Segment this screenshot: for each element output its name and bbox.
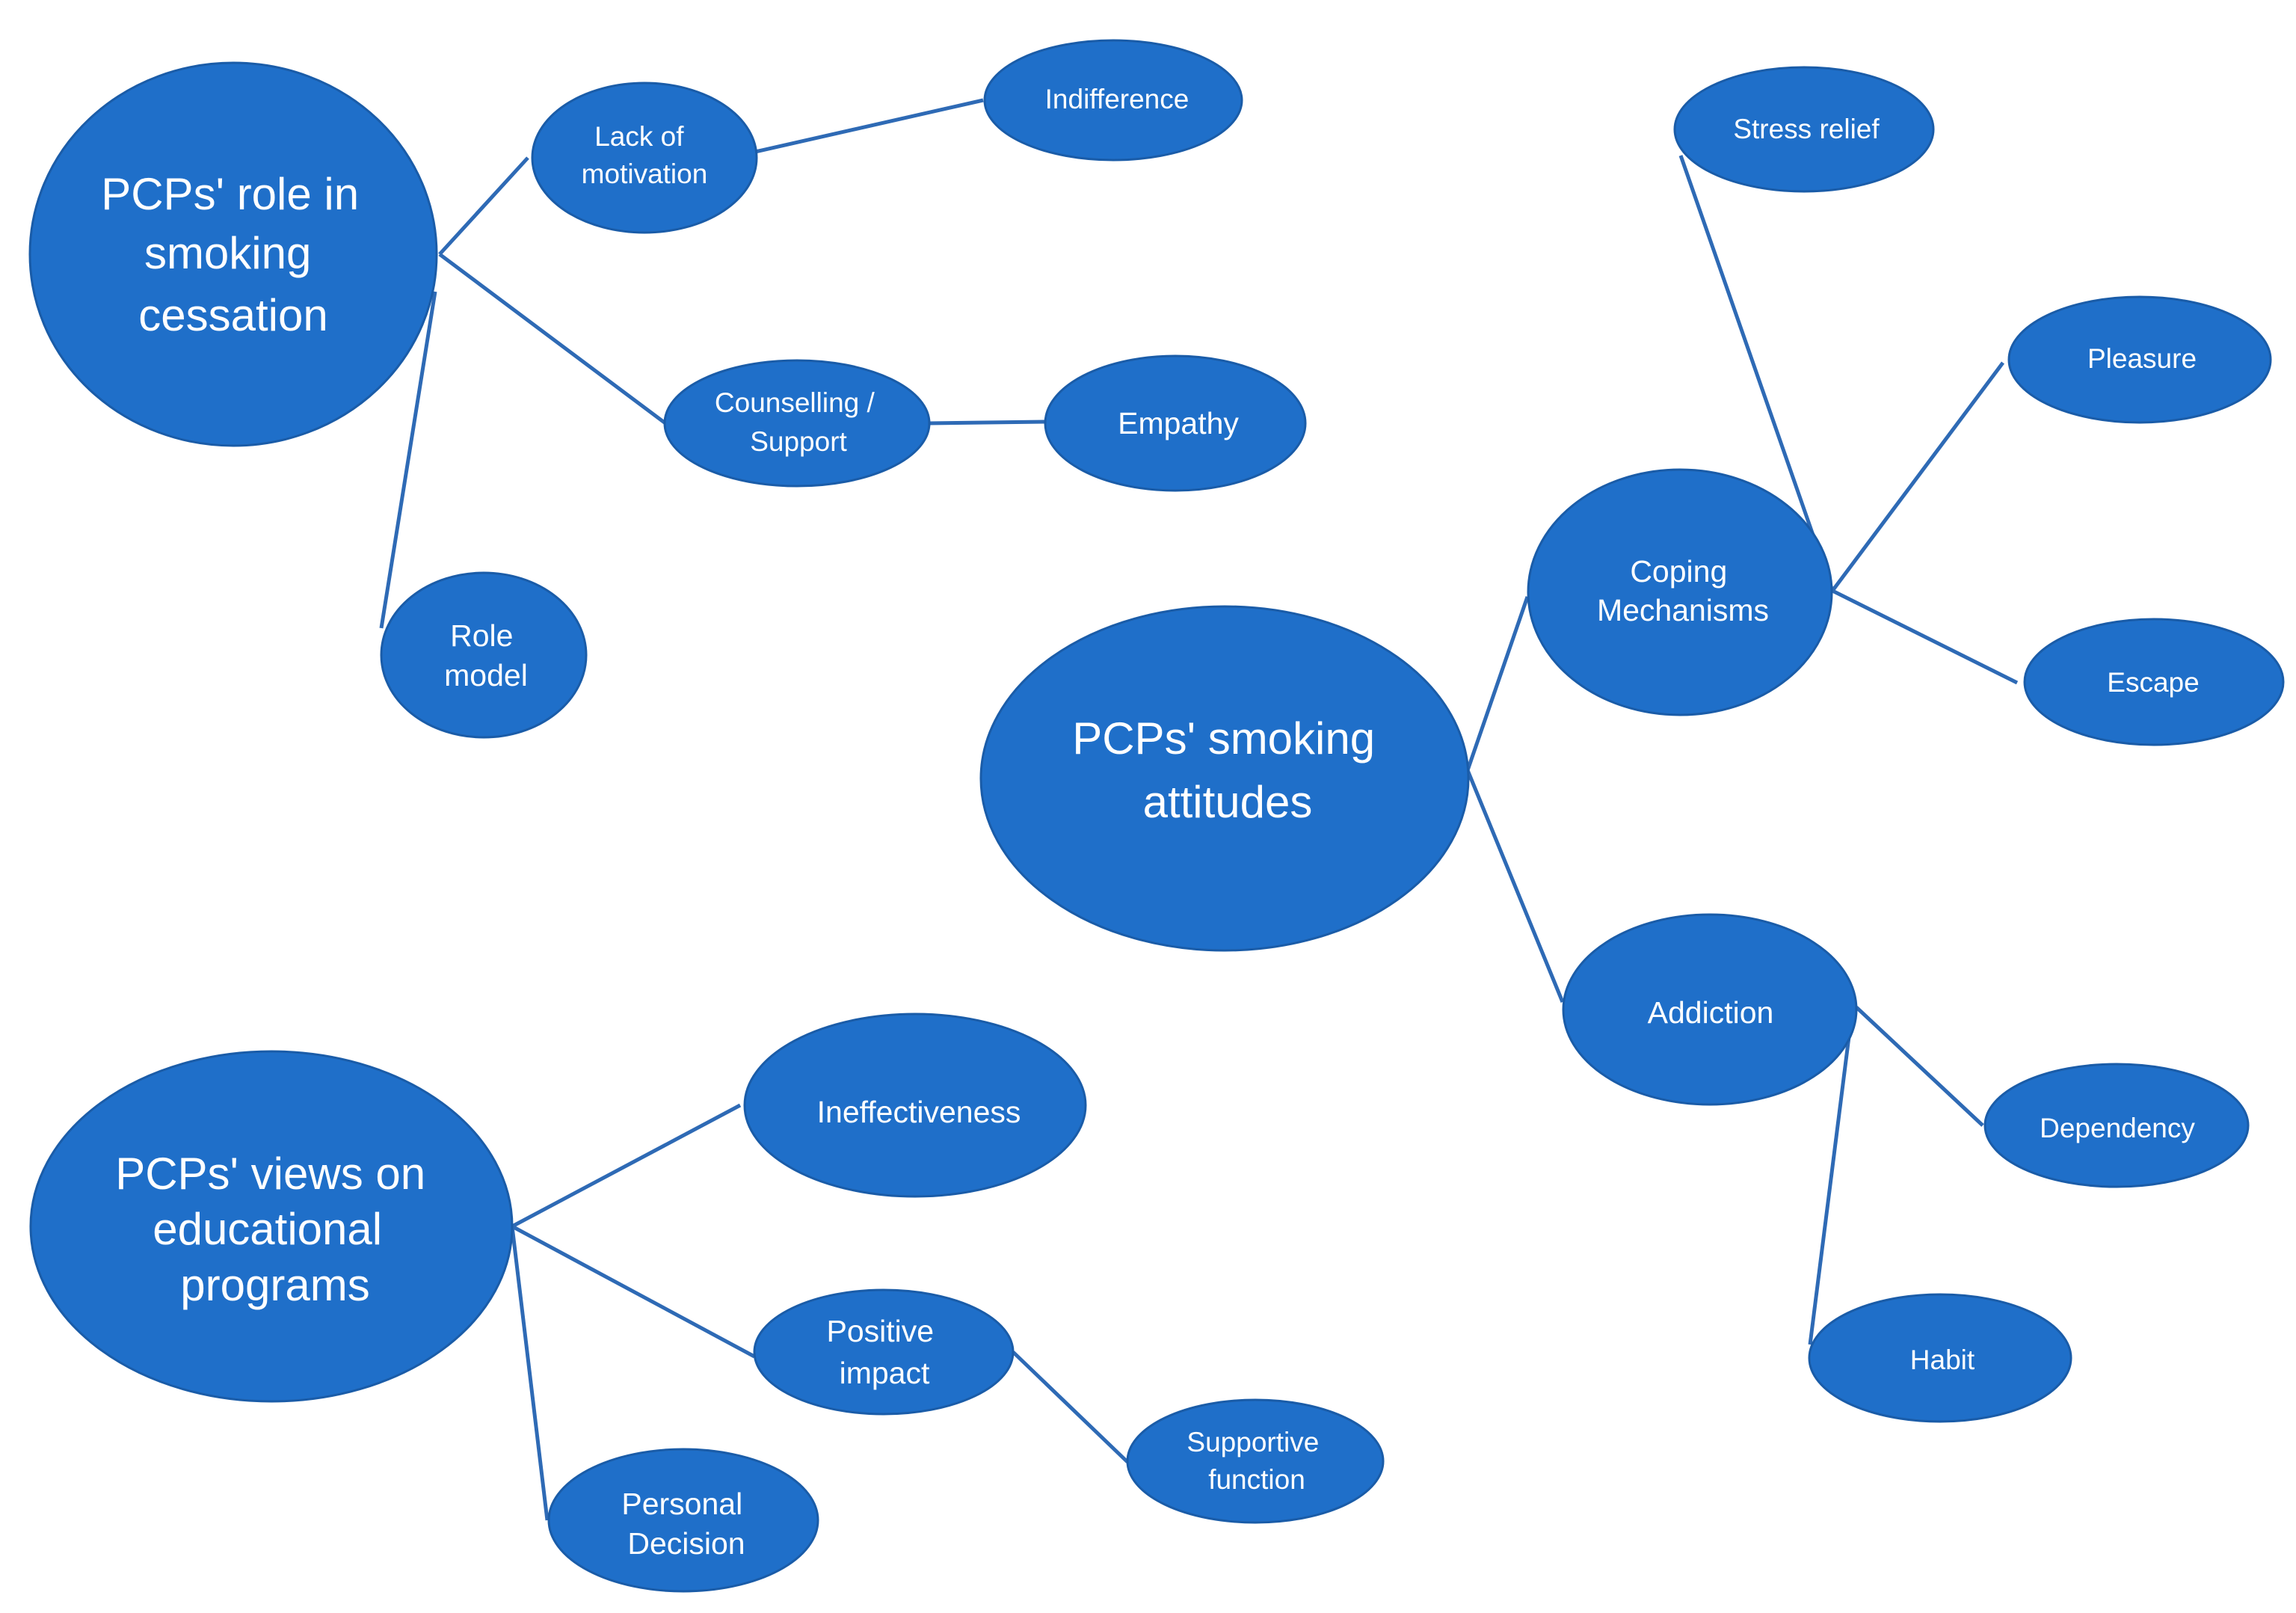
svg-text:Counselling / Support: Counselling / Support [715, 387, 882, 457]
node-addiction: Addiction [1562, 913, 1858, 1106]
svg-text:Ineffectiveness: Ineffectiveness [817, 1095, 1021, 1129]
edge-views-personal-decision [510, 1226, 550, 1521]
svg-text:Supportive function: Supportive function [1187, 1427, 1326, 1495]
node-attitudes-root: PCPs' smoking attitudes [979, 605, 1470, 952]
node-lack-of-motivation: Lack of motivation [531, 82, 758, 234]
node-habit: Habit [1808, 1293, 2072, 1423]
edge-views-ineffectiveness [511, 1103, 742, 1229]
edge-coping-pleasure [1830, 361, 2005, 592]
node-supportive-function: Supportive function [1126, 1398, 1385, 1524]
svg-text:Coping Mechanisms: Coping Mechanisms [1597, 554, 1769, 627]
edge-attitudes-addiction [1465, 769, 1565, 1003]
svg-text:Addiction: Addiction [1648, 995, 1774, 1030]
svg-text:Personal Decision: Personal Decision [621, 1487, 751, 1561]
edge-positive-impact-supportive [1012, 1351, 1129, 1463]
svg-text:Lack of motivation: Lack of motivation [582, 121, 708, 189]
node-dependency: Dependency [1983, 1063, 2250, 1188]
svg-text:Indifference: Indifference [1045, 84, 1189, 114]
node-counselling-support: Counselling / Support [663, 359, 931, 488]
edge-addiction-dependency [1855, 1006, 1984, 1127]
node-stress-relief: Stress relief [1673, 66, 1935, 193]
edge-coping-stress-relief [1678, 155, 1835, 592]
node-personal-decision: Personal Decision [547, 1448, 819, 1593]
edge-lack-motivation-indifference [754, 98, 984, 154]
svg-text:Habit: Habit [1910, 1345, 1975, 1375]
edges [379, 98, 2019, 1521]
edge-counselling-empathy [929, 420, 1046, 425]
edge-role-counselling [438, 252, 667, 425]
node-views-root: PCPs' views on educational programs [29, 1050, 514, 1403]
node-escape: Escape [2023, 618, 2285, 746]
svg-text:PCPs' role in smoking: PCPs' role in smoking cessation [101, 169, 372, 340]
svg-text:Positive impact: Positive impact [827, 1314, 943, 1390]
node-positive-impact: Positive impact [753, 1288, 1015, 1416]
node-indifference: Indifference [983, 39, 1243, 162]
edge-views-positive-impact [511, 1224, 756, 1359]
svg-text:PCPs' smoking attitudes: PCPs' smoking attitudes [1072, 713, 1388, 827]
svg-text:Escape: Escape [2107, 667, 2199, 698]
node-pleasure: Pleasure [2007, 295, 2272, 424]
svg-text:Pleasure: Pleasure [2087, 343, 2197, 374]
edge-role-role-model [379, 291, 437, 629]
edge-role-lack-motivation [438, 156, 529, 256]
svg-text:Stress relief: Stress relief [1733, 114, 1880, 144]
node-coping-mechanisms: Coping Mechanisms [1527, 468, 1833, 716]
node-empathy: Empathy [1044, 354, 1307, 492]
svg-text:PCPs' views on education: PCPs' views on educational programs [115, 1149, 438, 1310]
edge-addiction-habit [1808, 1007, 1855, 1345]
edge-attitudes-coping [1465, 596, 1530, 771]
node-role-model: Role model [380, 571, 588, 739]
svg-text:Empathy: Empathy [1118, 406, 1239, 440]
node-role-root: PCPs' role in smoking cessation [28, 61, 438, 447]
svg-text:Role model: Role model [444, 618, 528, 692]
edge-coping-escape [1831, 589, 2019, 685]
node-ineffectiveness: Ineffectiveness [743, 1013, 1087, 1198]
svg-text:Dependency: Dependency [2040, 1113, 2195, 1143]
